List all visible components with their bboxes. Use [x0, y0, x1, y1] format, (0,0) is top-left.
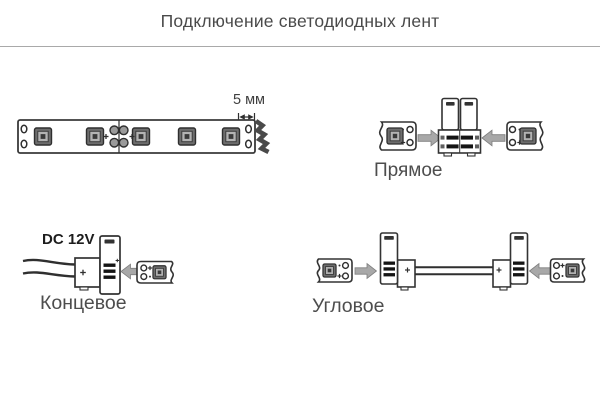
- dot-mark: [402, 128, 404, 131]
- connector-pins: [513, 261, 525, 277]
- led-module-icon: [519, 127, 537, 145]
- led-module-icon: [386, 127, 404, 145]
- corner-connection-diagram: [316, 232, 586, 291]
- strip-piece: [506, 121, 544, 151]
- plus-polarity-icon: [80, 269, 86, 276]
- plus-polarity-icon: [103, 134, 135, 139]
- block-arrow-icon: [481, 129, 506, 147]
- section-label-direct: Прямое: [374, 160, 443, 181]
- led-module-icon: [221, 127, 241, 146]
- dot-mark: [561, 275, 564, 277]
- plus-polarity-icon: [337, 273, 342, 279]
- strip-piece: [549, 258, 586, 283]
- connector-foot: [466, 152, 476, 157]
- clip-connector-icon: [492, 232, 529, 291]
- led-module-icon: [322, 263, 337, 278]
- title-divider: [0, 46, 600, 47]
- page-title: Подключение светодиодных лент: [160, 11, 440, 31]
- strip-piece: [316, 258, 353, 283]
- plus-polarity-icon: [496, 267, 502, 273]
- strip-piece: [378, 121, 417, 151]
- led-module-icon: [565, 263, 580, 278]
- section-label-corner: Угловое: [312, 295, 385, 317]
- clip-latch-slot: [104, 239, 115, 244]
- end-connection-diagram: [22, 235, 174, 295]
- connector-foot: [443, 152, 453, 157]
- block-arrow-icon: [354, 262, 378, 280]
- dimension-label: 5 мм: [232, 92, 266, 108]
- direct-connection-diagram: [378, 97, 544, 157]
- block-arrow-icon: [417, 129, 442, 147]
- clip-latch-slot: [384, 236, 394, 240]
- cut-point-pads: [103, 120, 135, 153]
- clip-connector-icon: [379, 232, 416, 291]
- clip-latch-slot: [464, 102, 474, 106]
- connector-body: [74, 257, 101, 288]
- solder-contact-icon: [508, 125, 517, 147]
- connector-foot: [499, 286, 508, 291]
- clip-connector-icon: [437, 97, 482, 157]
- connector-foot: [400, 286, 409, 291]
- solder-contact-icon: [20, 124, 253, 149]
- solder-contact-icon: [552, 261, 561, 280]
- solder-contact-icon: [140, 264, 148, 281]
- connector-body: [396, 259, 416, 288]
- connector-pins: [383, 261, 395, 277]
- dot-mark: [338, 264, 341, 267]
- strip-piece: [136, 260, 174, 284]
- led-module-icon: [33, 127, 53, 146]
- block-arrow-icon: [528, 262, 552, 280]
- connector-foot: [79, 286, 89, 291]
- power-wires: [22, 258, 76, 278]
- clip-latch-slot: [446, 102, 455, 106]
- plus-polarity-icon: [560, 263, 565, 268]
- power-label: DC 12V: [42, 231, 95, 248]
- led-module-icon: [152, 265, 167, 280]
- section-label-end: Концевое: [40, 292, 127, 314]
- led-module-icon: [131, 127, 151, 146]
- connector-pins: [103, 263, 116, 279]
- clip-connector-icon: [74, 235, 121, 295]
- clip-latch-slot: [514, 236, 524, 240]
- solder-contact-icon: [406, 125, 414, 147]
- plus-polarity-icon: [115, 258, 119, 263]
- plus-polarity-icon: [147, 265, 153, 271]
- link-wires: [415, 266, 493, 276]
- plus-polarity-icon: [405, 267, 410, 273]
- dot-mark: [149, 275, 151, 278]
- led-module-icon: [177, 127, 197, 146]
- scissors-zigzag-icon: [253, 119, 271, 155]
- plus-polarity-icon: [400, 140, 406, 145]
- solder-contact-icon: [341, 261, 350, 280]
- connector-body: [492, 259, 512, 288]
- led-strip-diagram: [17, 113, 271, 155]
- led-module-icon: [85, 127, 105, 146]
